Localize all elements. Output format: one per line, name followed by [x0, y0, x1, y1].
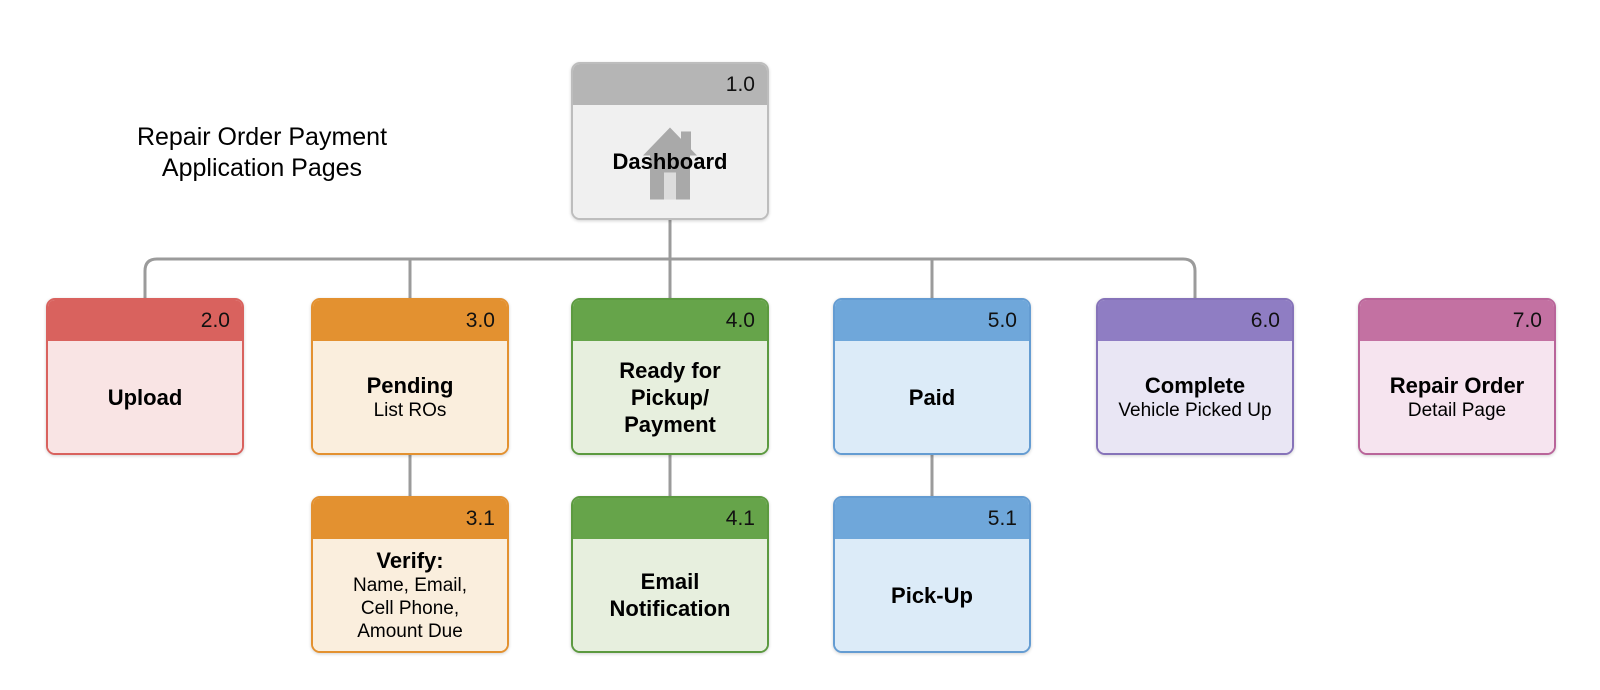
node-body: Complete Vehicle Picked Up [1098, 341, 1292, 453]
diagram-title: Repair Order Payment Application Pages [136, 123, 388, 182]
node-title: Pending [366, 373, 454, 398]
node-number: 6.0 [1250, 308, 1280, 332]
node-title: Verify: [376, 548, 444, 573]
node-title: Complete [1144, 373, 1246, 398]
node-pending: 3.0 Pending List ROs [311, 298, 509, 455]
node-number: 3.1 [465, 506, 495, 530]
node-subtitle: Detail Page [1407, 400, 1507, 421]
node-title: Pick-Up [891, 582, 973, 608]
node-body: Verify: Name, Email, Cell Phone, Amount … [313, 539, 507, 651]
node-number: 1.0 [725, 72, 755, 96]
node-verify: 3.1 Verify: Name, Email, Cell Phone, Amo… [311, 496, 509, 653]
node-subtitle: Name, Email, Cell Phone, Amount Due [352, 575, 468, 642]
home-icon [643, 126, 697, 199]
node-body: Repair Order Detail Page [1360, 341, 1554, 453]
node-title: Repair Order [1389, 373, 1525, 398]
node-header: 3.0 [313, 300, 507, 341]
node-email-notification: 4.1 Email Notification [571, 496, 769, 653]
node-repair-order-detail: 7.0 Repair Order Detail Page [1358, 298, 1556, 455]
node-header: 7.0 [1360, 300, 1554, 341]
node-body: Dashboard [573, 105, 767, 218]
node-header: 2.0 [48, 300, 242, 341]
node-number: 5.0 [987, 308, 1017, 332]
node-number: 4.1 [725, 506, 755, 530]
node-body: Pick-Up [835, 539, 1029, 651]
node-subtitle: Vehicle Picked Up [1118, 400, 1272, 421]
node-header: 5.0 [835, 300, 1029, 341]
node-header: 5.1 [835, 498, 1029, 539]
node-title: Dashboard [612, 149, 728, 174]
node-subtitle: List ROs [373, 400, 447, 421]
edge-horizontal-rail [143, 257, 1197, 298]
node-ready-for-pickup-payment: 4.0 Ready for Pickup/ Payment [571, 298, 769, 455]
node-header: 4.1 [573, 498, 767, 539]
node-body: Ready for Pickup/ Payment [573, 341, 767, 453]
node-number: 5.1 [987, 506, 1017, 530]
node-title: Upload [107, 384, 183, 410]
node-body: Upload [48, 341, 242, 453]
node-title: Ready for Pickup/ Payment [619, 357, 721, 437]
node-number: 2.0 [200, 308, 230, 332]
node-number: 7.0 [1512, 308, 1542, 332]
node-title: Email Notification [609, 569, 731, 621]
node-header: 4.0 [573, 300, 767, 341]
node-title: Paid [908, 384, 956, 410]
node-header: 3.1 [313, 498, 507, 539]
node-complete: 6.0 Complete Vehicle Picked Up [1096, 298, 1294, 455]
node-dashboard: 1.0 Dashboard [571, 62, 769, 220]
node-header: 6.0 [1098, 300, 1292, 341]
node-paid: 5.0 Paid [833, 298, 1031, 455]
node-body: Pending List ROs [313, 341, 507, 453]
node-number: 4.0 [725, 308, 755, 332]
node-header: 1.0 [573, 64, 767, 105]
node-body: Paid [835, 341, 1029, 453]
node-pick-up: 5.1 Pick-Up [833, 496, 1031, 653]
node-body: Email Notification [573, 539, 767, 651]
node-number: 3.0 [465, 308, 495, 332]
node-upload: 2.0 Upload [46, 298, 244, 455]
